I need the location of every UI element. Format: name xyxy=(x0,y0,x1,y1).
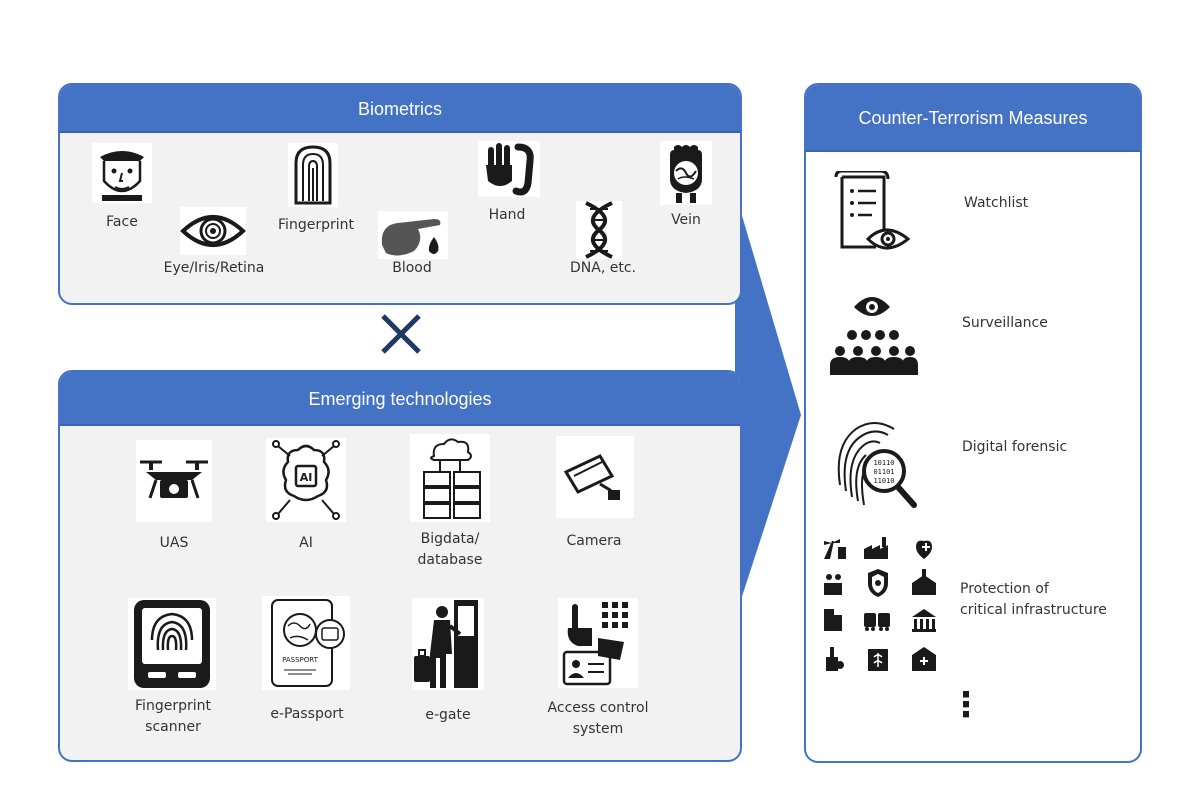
measure-label-watchlist: Watchlist xyxy=(964,195,1029,211)
fingerprint-icon xyxy=(288,143,338,207)
fingerprint-scanner-icon xyxy=(128,598,216,690)
biometric-label-fingerprint: Fingerprint xyxy=(278,217,354,233)
emerging-tech-title: Emerging technologies xyxy=(308,389,492,409)
cctv-camera-icon xyxy=(556,436,634,518)
measures-header: Counter-Terrorism Measures xyxy=(806,85,1140,152)
vein-hand-icon xyxy=(660,141,712,205)
tech-label-camera: Camera xyxy=(566,533,622,549)
biometric-label-eye: Eye/Iris/Retina xyxy=(163,260,265,276)
biometric-label-blood: Blood xyxy=(392,260,432,276)
measure-label-digital-forensic: Digital forensic xyxy=(962,439,1068,455)
tech-label-egate: e-gate xyxy=(425,707,471,723)
measures-title: Counter-Terrorism Measures xyxy=(858,108,1088,128)
biometric-label-vein: Vein xyxy=(671,212,701,228)
eye-icon xyxy=(180,207,246,255)
egate-traveler-icon xyxy=(412,598,484,690)
emerging-tech-panel: Emerging technologies UAS AI AI xyxy=(58,370,742,762)
face-icon xyxy=(92,143,152,203)
passport-icon: PASSPORT xyxy=(262,596,350,690)
tech-label-epassport: e-Passport xyxy=(270,706,344,722)
tech-label-access-line1: Access control xyxy=(547,700,649,716)
tech-label-bigdata-line2: database xyxy=(417,552,483,568)
biometric-label-dna: DNA, etc. xyxy=(570,260,636,276)
tech-label-bigdata-line1: Bigdata/ xyxy=(420,531,480,547)
more-ellipsis: ⋮ xyxy=(949,685,983,725)
surveillance-icon xyxy=(830,297,918,375)
biometric-label-hand: Hand xyxy=(488,207,526,223)
svg-text:11010: 11010 xyxy=(873,477,894,485)
tech-label-fp-scanner-line2: scanner xyxy=(145,719,201,735)
digital-forensic-icon: 10110 01101 11010 xyxy=(837,422,917,508)
measure-label-surveillance: Surveillance xyxy=(962,315,1048,331)
flow-arrow xyxy=(735,192,801,618)
biometrics-title: Biometrics xyxy=(357,99,442,119)
biometrics-panel: Biometrics Face Eye/Iris/Retina Fingerpr… xyxy=(58,83,742,305)
tech-label-ai: AI xyxy=(299,535,313,551)
drone-icon xyxy=(136,440,212,522)
measure-label-protection-line2: critical infrastructure xyxy=(960,602,1107,618)
svg-text:PASSPORT: PASSPORT xyxy=(282,656,319,664)
database-cloud-icon xyxy=(410,434,490,522)
infrastructure-grid-icon xyxy=(824,537,936,671)
tech-label-fp-scanner-line1: Fingerprint xyxy=(135,698,211,714)
measure-label-protection-line1: Protection of xyxy=(960,581,1049,597)
measures-panel: Counter-Terrorism Measures Watchlist Sur… xyxy=(804,83,1142,763)
watchlist-icon xyxy=(834,171,911,250)
ai-chip-icon: AI xyxy=(266,438,346,522)
svg-text:10110: 10110 xyxy=(873,459,894,467)
dna-icon xyxy=(576,201,622,259)
hand-icon xyxy=(478,141,540,197)
svg-text:01101: 01101 xyxy=(873,468,894,476)
biometric-label-face: Face xyxy=(106,214,138,230)
emerging-tech-header: Emerging technologies xyxy=(60,372,740,426)
svg-text:AI: AI xyxy=(300,471,313,484)
tech-label-uas: UAS xyxy=(159,535,189,551)
blood-drop-icon xyxy=(378,211,448,259)
multiply-operator xyxy=(381,314,421,354)
tech-label-access-line2: system xyxy=(572,721,624,737)
biometrics-header: Biometrics xyxy=(60,85,740,133)
access-control-icon xyxy=(558,598,638,688)
